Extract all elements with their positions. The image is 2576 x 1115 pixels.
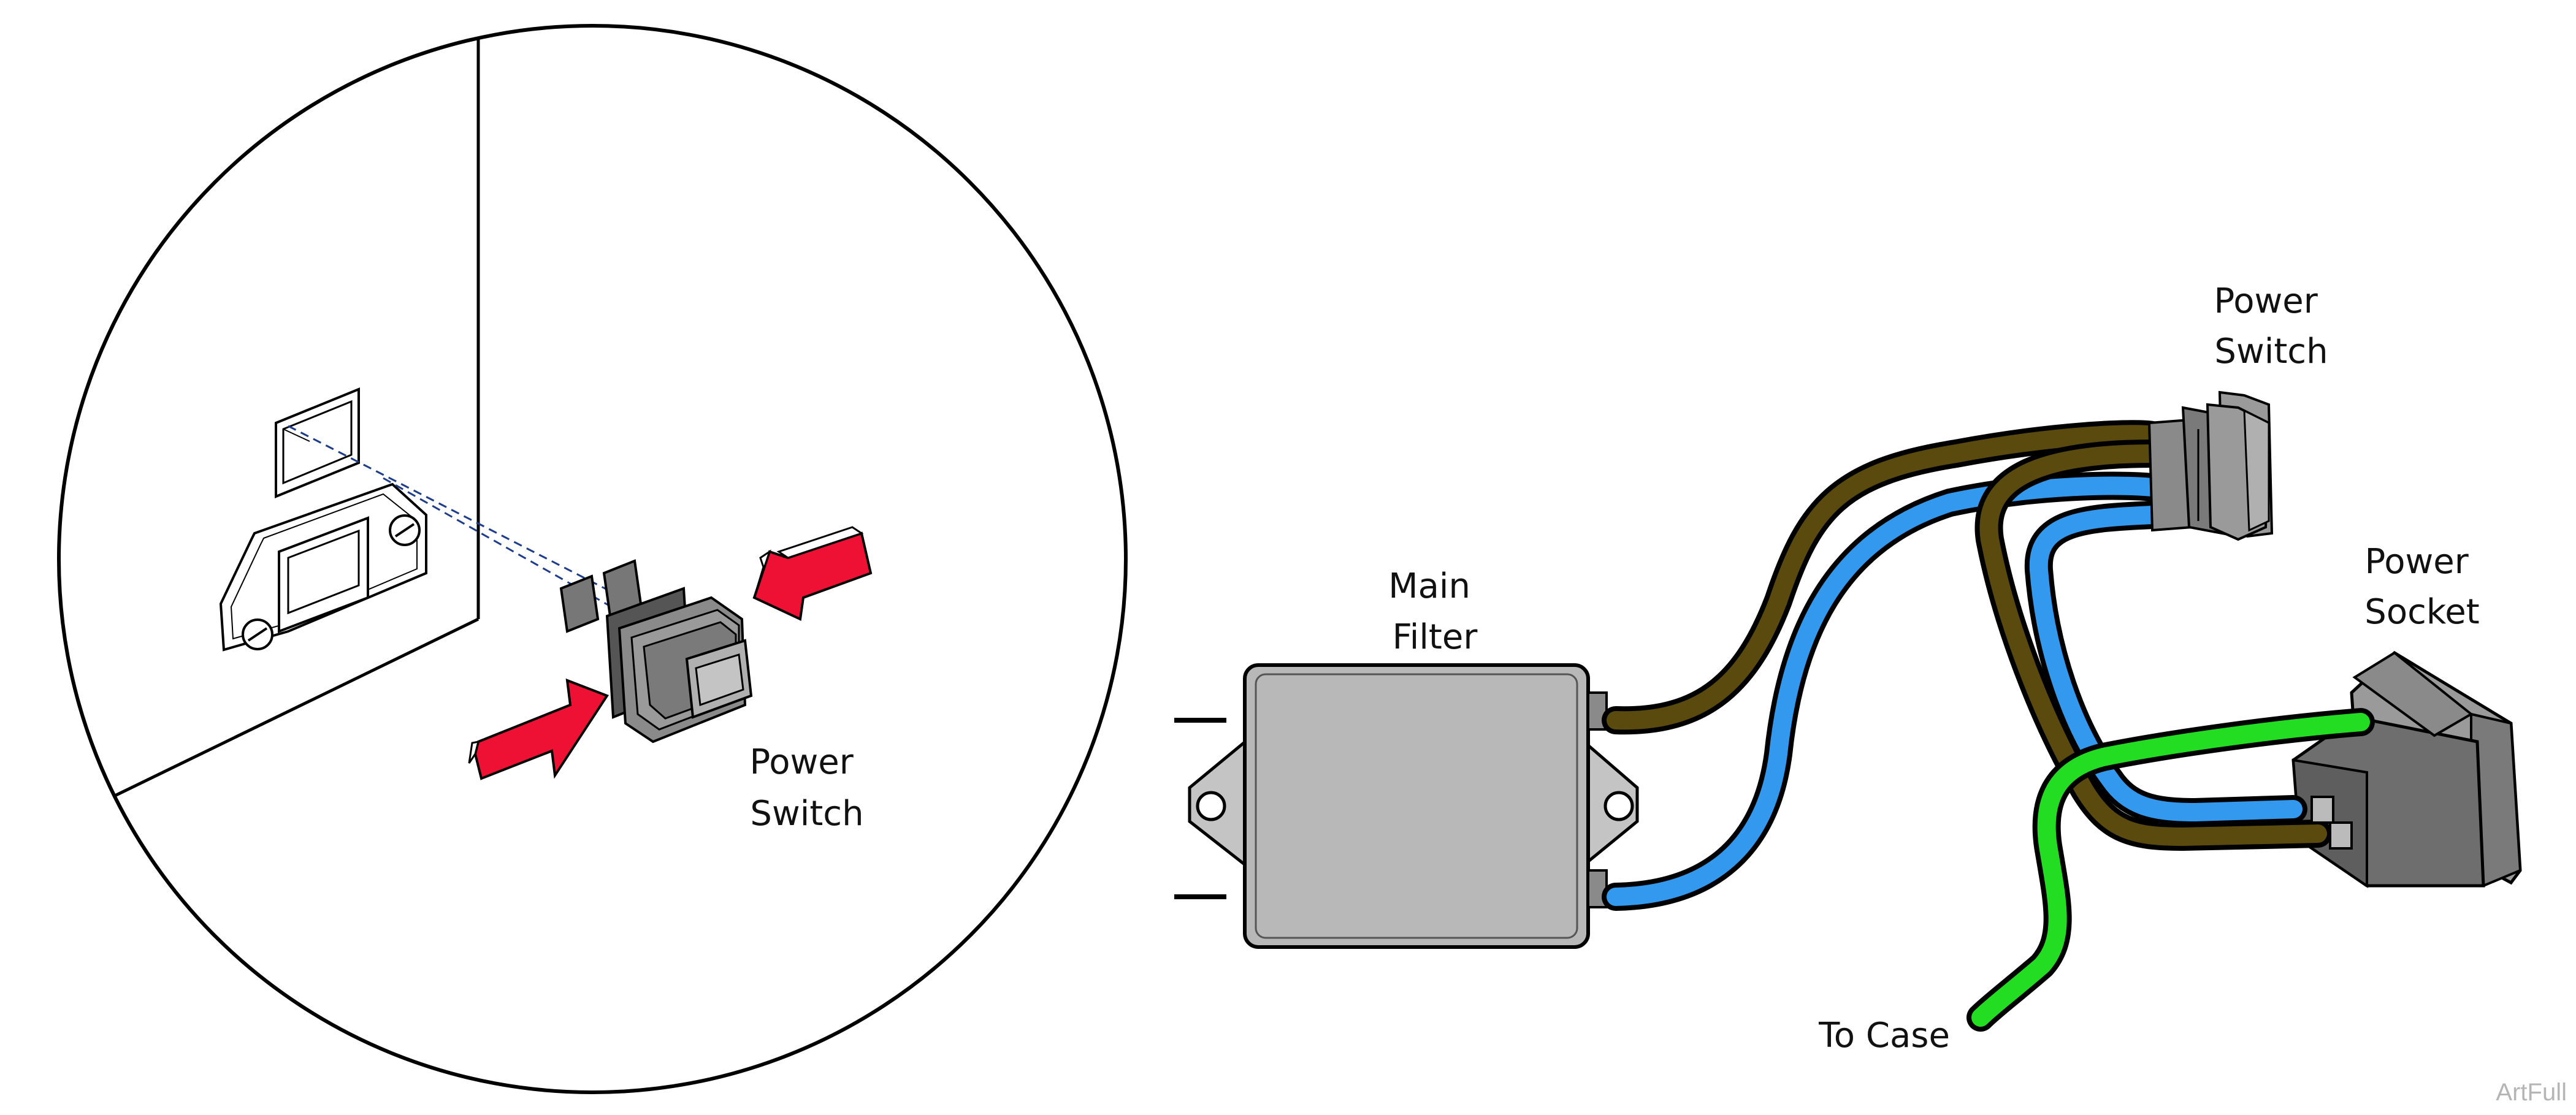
to-case-label: To Case: [1818, 1016, 1950, 1056]
label-line: Socket: [2364, 592, 2479, 632]
label-line: Main: [1388, 566, 1470, 606]
mount-hole-icon: [1196, 791, 1226, 821]
detail-view: Power Switch: [57, 24, 1128, 1094]
socket-plate: [219, 482, 427, 652]
label-line: Switch: [2214, 332, 2328, 371]
main-filter-label: Main Filter: [1388, 566, 1481, 657]
blue-wire-filter-switch: [1602, 471, 2166, 911]
brown-wire-switch-socket: [1974, 440, 2332, 851]
screw-icon: [389, 514, 421, 546]
label-line: Switch: [750, 794, 863, 834]
label-line: Power: [2214, 281, 2318, 321]
power-switch: [2147, 390, 2274, 541]
socket-terminals: [2310, 796, 2353, 850]
mount-hole-icon: [1603, 791, 1634, 821]
label-line: Power: [749, 742, 854, 782]
power-switch-label: Power Switch: [2214, 281, 2328, 371]
blue-wire-switch-socket: [2024, 501, 2307, 826]
main-filter: [1174, 663, 1639, 949]
label-line: Filter: [1393, 617, 1478, 657]
power-socket-label: Power Socket: [2364, 542, 2479, 632]
label-line: Power: [2364, 542, 2469, 582]
detail-power-switch-label: Power Switch: [749, 742, 864, 834]
red-arrow-icon: [468, 678, 610, 780]
green-wire-ground: [1966, 708, 2375, 1032]
brown-wire-filter-switch: [1602, 420, 2166, 735]
watermark-text: ArtFull: [2496, 1079, 2567, 1106]
power-switch-detail: [559, 559, 753, 744]
red-arrow-icon: [752, 526, 873, 621]
screw-icon: [242, 618, 273, 650]
detail-circle: [57, 24, 1128, 1094]
wires: [1602, 420, 2375, 1032]
power-socket: [2291, 650, 2522, 888]
switch-cutout: [275, 387, 360, 498]
